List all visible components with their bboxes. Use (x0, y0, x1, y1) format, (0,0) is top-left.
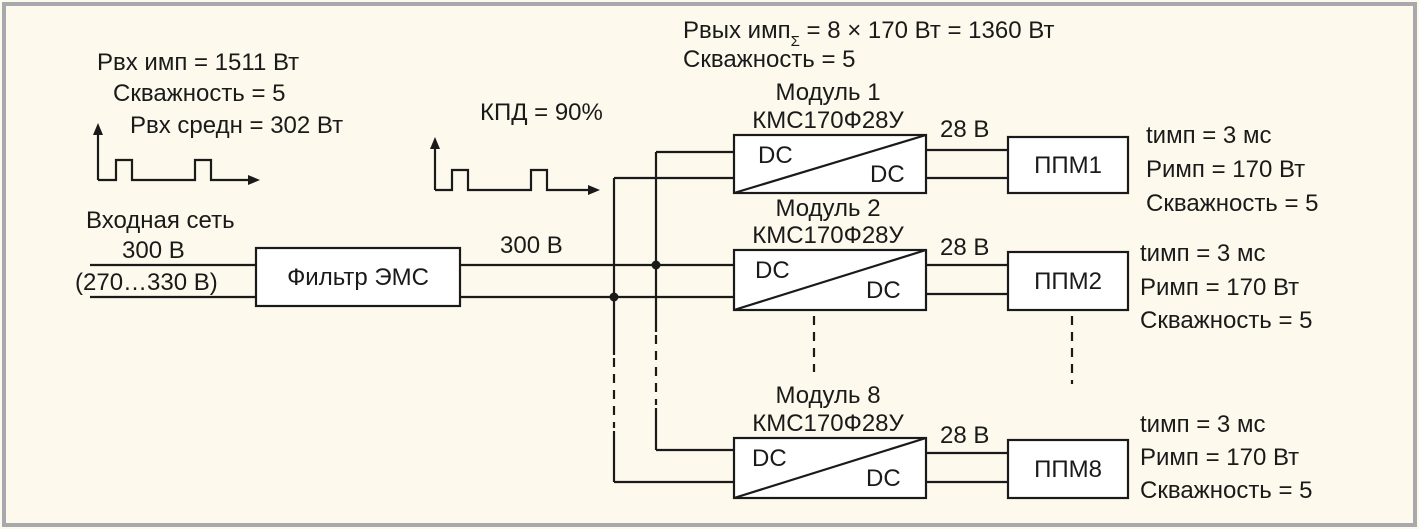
input-network-range: (270…330 В) (75, 269, 218, 296)
module-1: Модуль 1 КМС170Ф28У DC DC 28 В ППМ1 tимп… (732, 79, 1319, 217)
input-avg-power: Рвх средн = 302 Вт (130, 112, 343, 139)
module-1-p-pulse: Римп = 170 Вт (1146, 156, 1305, 183)
module-2-out-voltage: 28 В (940, 234, 989, 261)
emc-filter-label: Фильтр ЭМС (287, 264, 429, 291)
module-8-duty: Скважность = 5 (1140, 477, 1313, 504)
input-duty: Скважность = 5 (113, 80, 286, 107)
output-total-power: Рвых импΣ = 8 × 170 Вт = 1360 Вт (683, 17, 1054, 50)
module-1-dc-out: DC (870, 161, 905, 188)
module-2-part: КМС170Ф28У (752, 222, 904, 249)
output-total-prefix: Рвых имп (683, 17, 791, 44)
bus-verticals (609, 150, 734, 484)
module-8-p-pulse: Римп = 170 Вт (1140, 444, 1299, 471)
module-8: Модуль 8 КМС170Ф28У DC DC 28 В ППМ8 tимп… (732, 382, 1313, 504)
module-8-load: ППМ8 (1034, 456, 1102, 483)
input-pulse-power: Рвх имп = 1511 Вт (97, 49, 299, 76)
module-2-dc-in: DC (755, 257, 790, 284)
module-2-duty: Скважность = 5 (1140, 307, 1313, 334)
input-network-voltage: 300 В (122, 237, 185, 264)
bus-voltage-label: 300 В (500, 232, 563, 259)
module-2-t-pulse: tимп = 3 мс (1140, 240, 1265, 267)
module-1-dc-in: DC (758, 142, 793, 169)
output-total-suffix: = 8 × 170 Вт = 1360 Вт (800, 17, 1055, 44)
module-1-name: Модуль 1 (775, 79, 880, 106)
module-2: Модуль 2 КМС170Ф28У DC DC 28 В ППМ2 tимп… (732, 195, 1313, 334)
module-1-duty: Скважность = 5 (1146, 190, 1319, 217)
module-2-name: Модуль 2 (775, 195, 880, 222)
module-8-dc-in: DC (752, 445, 787, 472)
output-total-duty: Скважность = 5 (683, 46, 856, 73)
emc-filter-block: Фильтр ЭМС (254, 246, 462, 308)
module-1-load: ППМ1 (1034, 152, 1102, 179)
module-8-name: Модуль 8 (775, 382, 880, 409)
module-2-load: ППМ2 (1034, 268, 1102, 295)
module-8-t-pulse: tимп = 3 мс (1140, 411, 1265, 438)
module-8-out-voltage: 28 В (940, 422, 989, 449)
output-total-sigma: Σ (791, 33, 800, 50)
module-2-dc-out: DC (866, 277, 901, 304)
input-pulse-chart (93, 123, 260, 185)
module-1-t-pulse: tимп = 3 мс (1146, 122, 1271, 149)
efficiency-label: КПД = 90% (480, 99, 603, 126)
input-network-label: Входная сеть (86, 207, 235, 234)
module-1-part: КМС170Ф28У (752, 107, 904, 134)
module-8-dc-out: DC (866, 465, 901, 492)
module-2-p-pulse: Римп = 170 Вт (1140, 274, 1299, 301)
module-8-part: КМС170Ф28У (752, 410, 904, 437)
module-1-out-voltage: 28 В (940, 116, 989, 143)
output-pulse-chart (430, 137, 600, 195)
